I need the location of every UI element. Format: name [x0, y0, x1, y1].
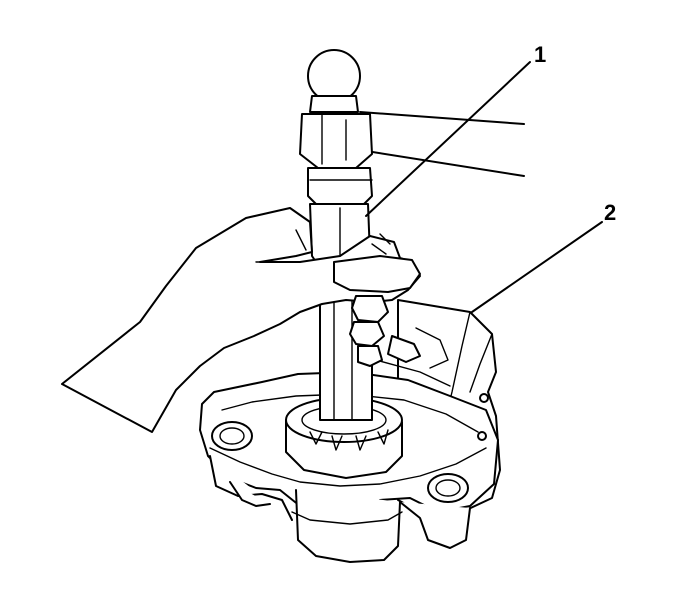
callout-2-leader	[471, 221, 603, 313]
seal-installer-tool	[285, 299, 403, 479]
callout-1-label: 1	[534, 42, 546, 67]
callout-1-leader	[365, 61, 531, 217]
hand	[61, 207, 421, 433]
hammer	[299, 49, 525, 269]
housing	[199, 299, 501, 563]
callout-2-label: 2	[604, 200, 616, 225]
